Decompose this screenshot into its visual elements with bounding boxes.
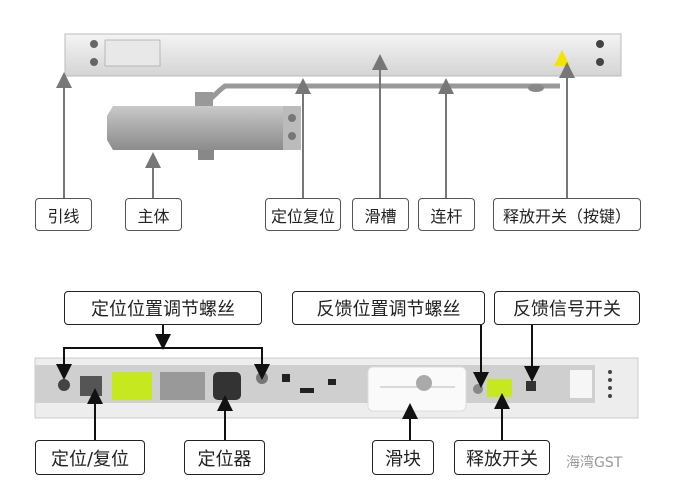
watermark: 海湾GST — [566, 455, 623, 471]
label-release-button: 释放开关（按键） — [493, 198, 641, 231]
label-position-reset: 定位复位 — [265, 198, 341, 231]
label-link-arm: 连杆 — [418, 198, 475, 231]
label-slide-rail: 滑槽 — [352, 198, 409, 231]
link-arm — [203, 83, 560, 106]
green-label-right — [487, 379, 512, 397]
slider-block — [367, 366, 467, 412]
closer-body — [107, 92, 301, 160]
label-feedback-signal-switch: 反馈信号开关 — [494, 291, 640, 325]
label-feedback-adjust-screw: 反馈位置调节螺丝 — [292, 291, 485, 325]
label-position-adjust-screw: 定位位置调节螺丝 — [64, 291, 262, 325]
green-label-left — [112, 372, 152, 400]
rail-closeup — [34, 357, 639, 419]
label-release-switch: 释放开关 — [454, 440, 550, 475]
label-positioner: 定位器 — [184, 440, 265, 475]
label-lead-wire: 引线 — [35, 198, 92, 231]
slide-rail — [64, 33, 622, 77]
positioner-knob — [213, 372, 241, 400]
label-position-reset-switch: 定位/复位 — [35, 440, 145, 475]
nameplate — [104, 39, 161, 67]
label-slider: 滑块 — [372, 440, 434, 475]
label-main-body: 主体 — [125, 198, 182, 231]
